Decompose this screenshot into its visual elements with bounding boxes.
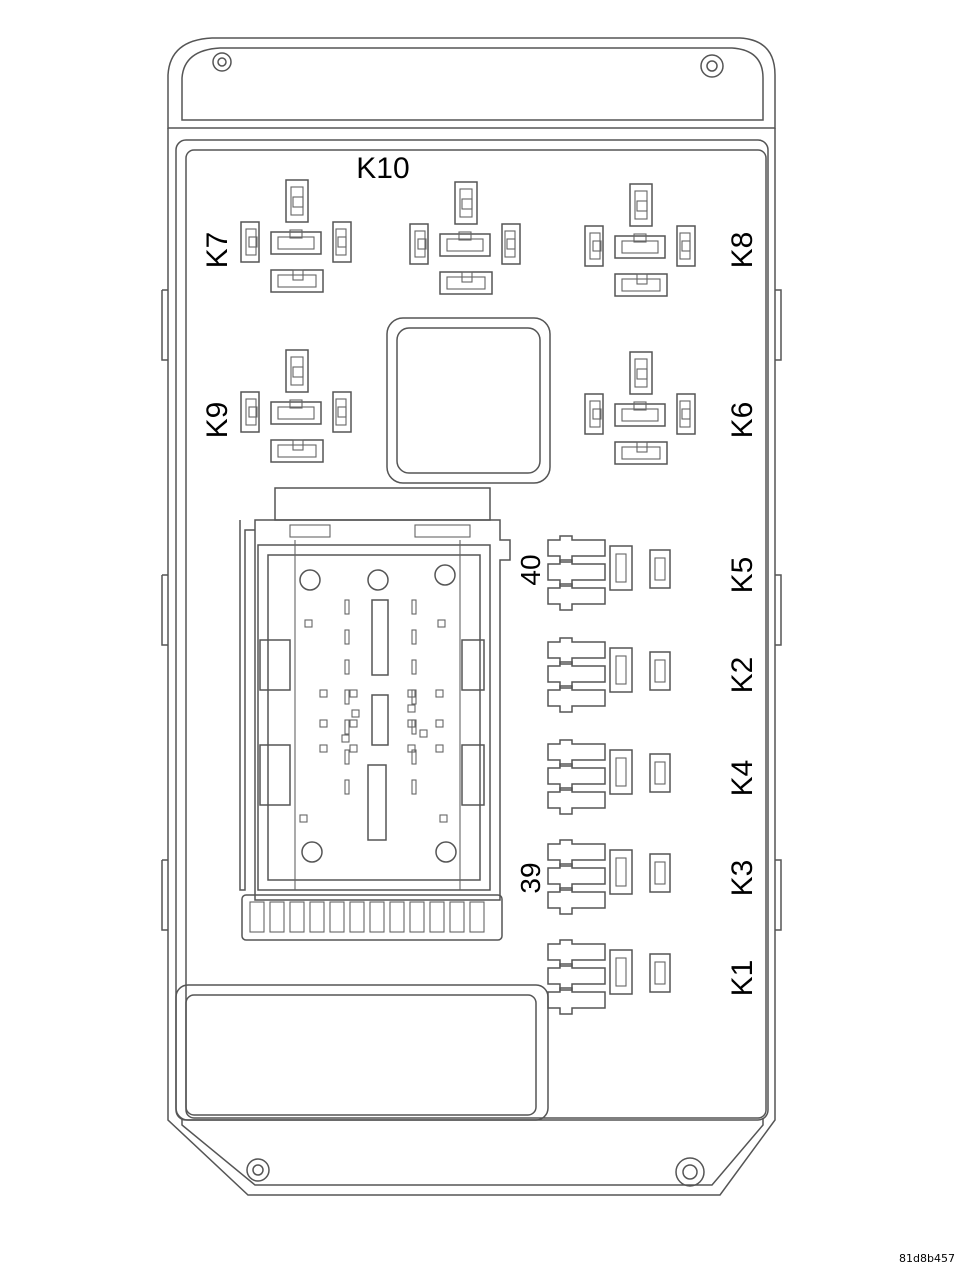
relay-label-k8: K8	[726, 232, 759, 269]
relay-label-k10: K10	[356, 152, 409, 185]
socket-row-k4	[547, 739, 671, 815]
relay-socket-k8	[584, 183, 696, 297]
center-cavity	[386, 317, 551, 484]
socket-row-k5	[547, 535, 671, 611]
relay-sockets	[240, 179, 696, 465]
socket-row-k2	[547, 637, 671, 713]
relay-socket-k7	[240, 179, 352, 293]
fuse-label-39: 39	[515, 862, 546, 893]
relay-socket-k9	[240, 349, 352, 463]
relay-label-k2: K2	[726, 657, 759, 694]
main-connector	[239, 487, 511, 941]
fuse-label-40: 40	[515, 554, 546, 585]
relay-label-k3: K3	[726, 860, 759, 897]
relay-label-k7: K7	[201, 232, 234, 269]
relay-label-k6: K6	[726, 402, 759, 439]
relay-label-k5: K5	[726, 557, 759, 594]
socket-row-k1	[547, 939, 671, 1015]
relay-label-k4: K4	[726, 760, 759, 797]
relay-socket-k6	[584, 351, 696, 465]
bottom-cavity	[175, 984, 549, 1121]
relay-label-k9: K9	[201, 402, 234, 439]
relay-socket-k10	[409, 181, 521, 295]
socket-row-k3	[547, 839, 671, 915]
relay-label-k1: K1	[726, 960, 759, 997]
fuse-sockets	[547, 535, 671, 1015]
reference-code: 81d8b457	[899, 1252, 955, 1265]
mounting-holes	[212, 52, 724, 1187]
